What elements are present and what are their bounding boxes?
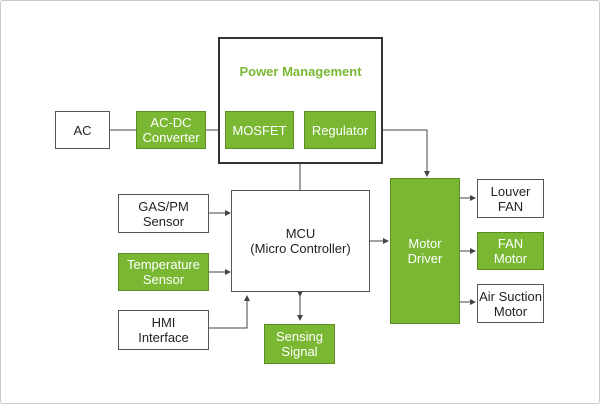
hmi-interface-label: HMI Interface (138, 315, 189, 345)
mcu-block: MCU (Micro Controller) (231, 190, 370, 292)
temperature-sensor-block: Temperature Sensor (118, 253, 209, 291)
sensing-signal-block: Sensing Signal (264, 324, 335, 364)
fan-motor-label: FAN Motor (493, 236, 528, 266)
acdc-converter-block: AC-DC Converter (136, 111, 206, 149)
acdc-converter-label: AC-DC Converter (142, 115, 200, 145)
air-suction-motor-label: Air Suction Motor (479, 288, 542, 319)
power-management-title: Power Management (239, 64, 362, 79)
motor-driver-label: Motor Driver (407, 236, 443, 266)
mosfet-block: MOSFET (225, 111, 294, 149)
regulator-label: Regulator (311, 122, 369, 138)
louver-fan-label: Louver FAN (490, 183, 531, 214)
motor-driver-block: Motor Driver (390, 178, 460, 324)
sensing-signal-label: Sensing Signal (276, 329, 323, 359)
line-hmi-mcu (209, 295, 250, 329)
hmi-interface-block: HMI Interface (118, 310, 209, 350)
fan-motor-block: FAN Motor (477, 232, 544, 270)
regulator-block: Regulator (304, 111, 376, 149)
ac-block: AC (55, 111, 110, 149)
line-power-motordriver (383, 129, 430, 177)
ac-label: AC (73, 122, 92, 138)
mosfet-label: MOSFET (232, 122, 287, 138)
temperature-sensor-label: Temperature Sensor (127, 257, 200, 287)
air-suction-motor-block: Air Suction Motor (477, 284, 544, 323)
mcu-label: MCU (Micro Controller) (250, 226, 351, 256)
gas-pm-sensor-block: GAS/PM Sensor (118, 194, 209, 233)
gas-pm-sensor-label: GAS/PM Sensor (138, 198, 189, 229)
louver-fan-block: Louver FAN (477, 179, 544, 218)
